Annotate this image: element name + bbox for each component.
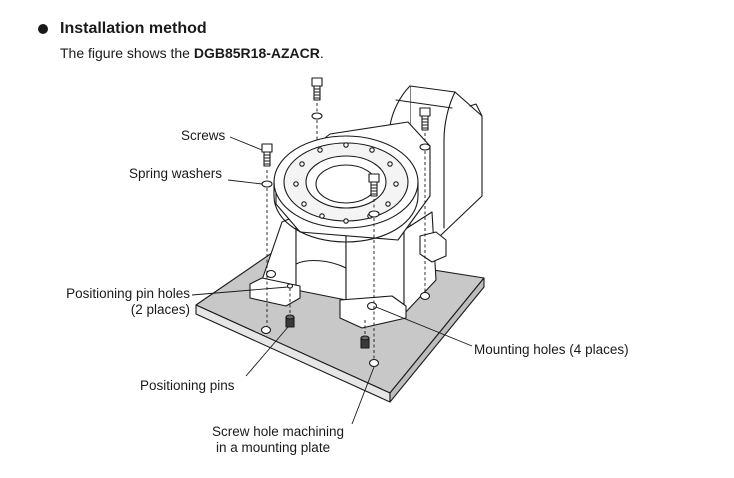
label-positioning-pin-holes: Positioning pin holes (2 places) [40, 286, 190, 318]
label-pin-holes-line2: (2 places) [130, 302, 190, 317]
output-flange [273, 121, 431, 243]
screw-left [261, 143, 273, 188]
label-mounting-holes: Mounting holes (4 places) [474, 342, 629, 357]
label-screw-hole-machining: Screw hole machining in a mounting plate [212, 424, 344, 456]
screw-front-right [368, 173, 380, 218]
caption-prefix: The figure shows the [60, 45, 194, 61]
label-screw-hole-line1: Screw hole machining [212, 424, 345, 439]
label-screw-hole-line2: in a mounting plate [216, 440, 331, 455]
leader-lines [191, 136, 473, 425]
figure-caption: The figure shows the DGB85R18-AZACR. [60, 45, 324, 61]
label-pin-holes-line1: Positioning pin holes [66, 286, 190, 301]
positioning-pin-left [285, 314, 295, 328]
label-screws: Screws [181, 128, 226, 143]
gearhead-housing [249, 211, 447, 329]
screw-top [311, 77, 323, 120]
heading-text: Installation method [60, 20, 207, 37]
model-name: DGB85R18-AZACR [193, 45, 320, 61]
screw-back-right [419, 107, 431, 151]
bullet-icon [38, 24, 48, 34]
flange-bolt-holes [293, 142, 399, 224]
label-spring-washers: Spring washers [129, 166, 223, 181]
section-heading: Installation method [38, 20, 207, 38]
caption-suffix: . [319, 45, 324, 61]
positioning-pin-right [360, 335, 370, 349]
alignment-lines [266, 103, 426, 359]
plate-holes [260, 269, 431, 368]
label-positioning-pins: Positioning pins [140, 378, 235, 393]
